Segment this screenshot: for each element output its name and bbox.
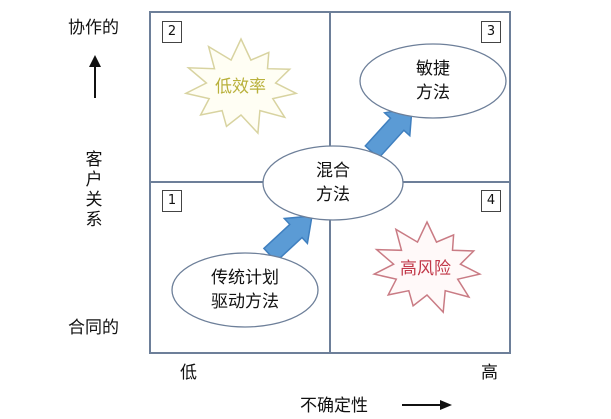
x-axis-right-label: 高 (481, 363, 498, 383)
traditional-oval (171, 252, 319, 328)
traditional-label-line1: 传统计划 (211, 268, 279, 288)
y-axis-arrow-head (89, 55, 101, 67)
y-axis-title-char: 系 (85, 210, 103, 230)
hybrid-label-line2: 方法 (316, 185, 350, 205)
agile-label-line1: 敏捷 (416, 59, 450, 79)
y-axis-title-char: 户 (85, 170, 103, 190)
agile-label: 敏捷 方法 (383, 57, 483, 105)
agile-oval (359, 43, 507, 119)
x-axis-arrow-head (440, 400, 452, 410)
quadrant-number-2: 2 (162, 21, 182, 43)
traditional-label: 传统计划 驱动方法 (185, 266, 305, 314)
hybrid-label-line1: 混合 (316, 161, 350, 181)
quadrant-number-1: 1 (162, 190, 182, 212)
traditional-label-line2: 驱动方法 (211, 292, 279, 312)
y-axis-title-char: 客 (85, 150, 103, 170)
y-axis-title: 客户关系 (84, 150, 104, 230)
arrow-traditional-to-hybrid (262, 215, 313, 263)
high-risk-label: 高风险 (400, 259, 451, 279)
x-axis-title: 不确定性 (300, 396, 368, 416)
y-axis-bottom-label: 合同的 (68, 318, 119, 338)
low-efficiency-starburst (183, 37, 299, 135)
agile-label-line2: 方法 (416, 83, 450, 103)
y-axis-title-char: 关 (85, 190, 103, 210)
quadrant-number-4: 4 (481, 190, 501, 212)
hybrid-oval (262, 145, 404, 221)
high-risk-starburst (372, 220, 482, 314)
y-axis-top-label: 协作的 (68, 18, 119, 38)
low-efficiency-label: 低效率 (215, 77, 266, 97)
hybrid-label: 混合 方法 (283, 159, 383, 207)
quadrant-number-3: 3 (481, 21, 501, 43)
x-axis-left-label: 低 (180, 363, 197, 383)
